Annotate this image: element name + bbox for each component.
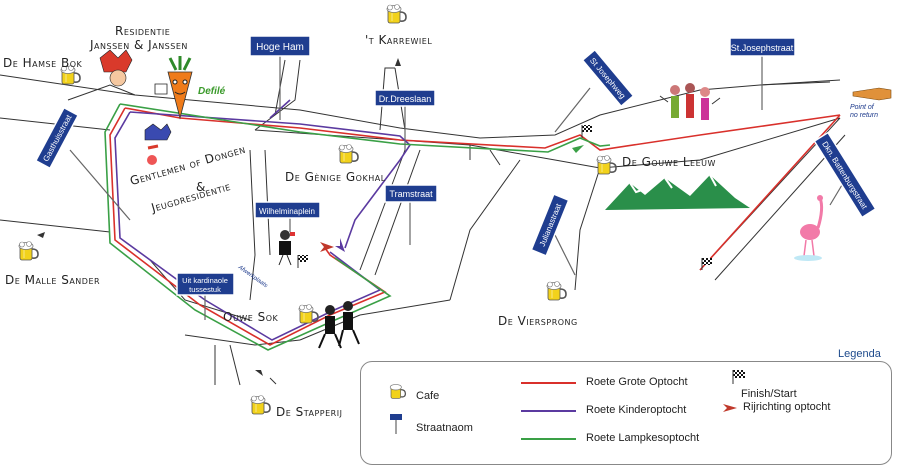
street-sign-st-josephweg: St Josephweg	[581, 48, 635, 108]
legend-title: Legenda	[838, 348, 881, 360]
referee-figure	[278, 230, 295, 266]
street-sign-label: St.Josephstraat	[731, 43, 794, 53]
street-sign-label: Wilhelminaplein	[259, 207, 315, 216]
direction-arrow-icon	[37, 58, 584, 385]
legend-straatnaom-label: Straatnaom	[416, 422, 473, 434]
defile-label: Defilé	[198, 86, 226, 97]
pointing-hand-icon	[154, 83, 892, 101]
street-sign-label: Hoge Ham	[256, 42, 304, 53]
street-sign-dkn-battenburgstraat: Dkn. Battenburgstraat	[813, 131, 877, 219]
street-sign-label: Tramstraat	[389, 189, 433, 199]
dancing-couple-figure	[318, 301, 360, 349]
place-residentie-sub: Janssen & Janssen	[90, 38, 188, 52]
street-sign-label: Dkn. Battenburgstraat	[820, 140, 869, 211]
street-sign-label: St Josephweg	[588, 56, 627, 100]
street-sign-icon	[390, 414, 402, 434]
street-sign-gasthuisstraat: Gasthuisstraat	[34, 106, 80, 170]
legend-lampkes-label: Roete Lampkesoptocht	[586, 432, 700, 444]
street-sign-hoge-ham: Hoge Ham	[249, 35, 311, 57]
place-residentie: Residentie	[115, 24, 171, 38]
legend-finish-label: Finish/Start	[741, 388, 797, 400]
place-malle-sander: De Malle Sander	[5, 273, 101, 287]
carrot-mascot-icon	[167, 56, 193, 120]
place-ouwe-sok: Ouwe Sok	[223, 310, 279, 324]
carnival-crowd-illustration	[659, 83, 721, 120]
place-hamse-bok: De Hamse Bok	[3, 56, 83, 70]
place-gouwe-leeuw: De Gouwe Leeuw	[622, 155, 716, 169]
route-lampkesoptocht	[104, 103, 611, 351]
street-sign-uit-kardinaole: Uit kardinaole tussestuk	[176, 272, 235, 296]
place-karrewiel: 't Karrewiel	[365, 33, 433, 47]
street-sign-label: Uit kardinaole	[182, 276, 228, 285]
place-gentlemen-amp: &	[196, 180, 206, 194]
street-sign-label: Dr.Dreeslaan	[379, 94, 432, 104]
checkered-flag-icon	[732, 370, 745, 384]
place-genige-gokhal: De Gènige Gokhal	[285, 170, 386, 184]
flamingo-figure	[794, 195, 824, 261]
beer-mug-icon	[389, 384, 407, 399]
legend-kinder-label: Roete Kinderoptocht	[586, 404, 687, 416]
street-sign-label: tussestuk	[189, 285, 221, 294]
street-sign-posts	[69, 56, 846, 320]
legend-box: Cafe Straatnaom Roete Grote Optocht Roet…	[360, 361, 892, 465]
checkered-flag-icon	[297, 125, 712, 270]
point-of-no-return-label: Point of no return	[850, 104, 878, 120]
jester-figures	[99, 49, 172, 165]
direction-arrow-icon	[723, 404, 737, 412]
place-viersprong: De Viersprong	[498, 314, 578, 328]
street-sign-tramstraat: Tramstraat	[384, 184, 438, 203]
legend-cafe-label: Cafe	[416, 390, 440, 402]
afwerkplaats-label: Afwerkplaats	[236, 264, 268, 289]
legend-symbols	[389, 370, 745, 440]
point-of-no-return-line1: Point of	[850, 104, 874, 111]
street-sign-julianastraat: Julianastraat	[530, 193, 570, 257]
point-of-no-return-line2: no return	[850, 112, 879, 119]
street-sign-wilhelminaplein: Wilhelminaplein	[254, 201, 321, 219]
legend-rijrichting-label: Rijrichting optocht	[743, 401, 831, 413]
street-sign-dr-dreeslaan: Dr.Dreeslaan	[374, 89, 436, 107]
mountains-illustration	[605, 174, 750, 210]
legend-grote-label: Roete Grote Optocht	[586, 376, 688, 388]
place-stapperij: De Stapperij	[276, 405, 343, 419]
street-sign-st-josephstraat: St.Josephstraat	[729, 37, 796, 57]
